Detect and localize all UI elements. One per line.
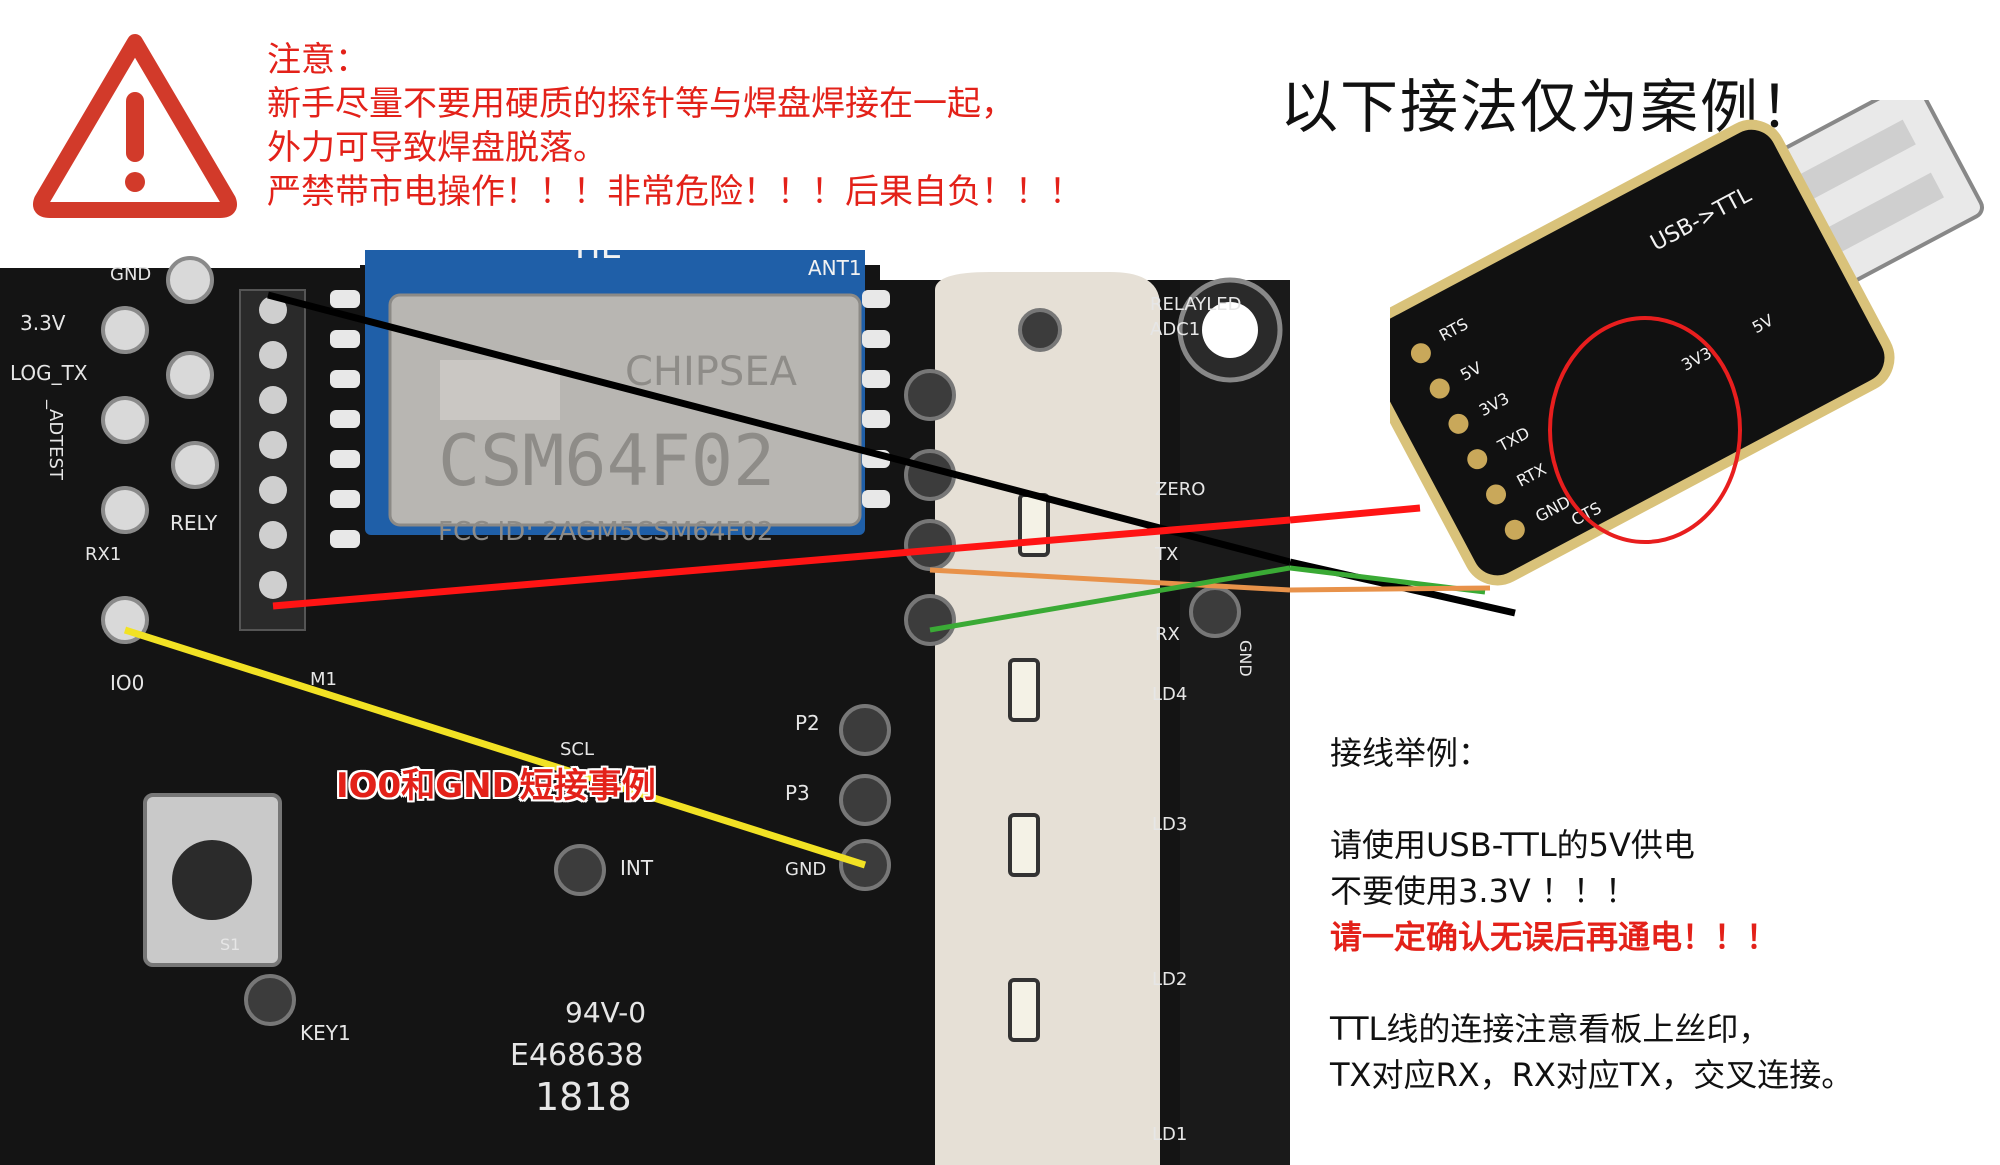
warning-line: 外力可导致焊盘脱落。 (267, 128, 607, 168)
silk-rely: RELY (170, 511, 218, 535)
short-example-label: IO0和GND短接事例 (336, 766, 656, 806)
notes-line: TTL线的连接注意看板上丝印， (1330, 1010, 1771, 1048)
silk-relayled: RELAYLED (1150, 294, 1242, 315)
warning-triangle-icon (33, 34, 237, 218)
silk-gnd-bottom: GND (785, 859, 826, 880)
green-wire (929, 565, 1290, 633)
module-he-label: HE (575, 250, 622, 267)
silk-scl: SCL (560, 739, 594, 760)
silk-io0: IO0 (110, 671, 144, 695)
notes-heading: 接线举例： (1330, 734, 1491, 772)
silk-m1: M1 (310, 669, 337, 690)
silk-ld2: LD2 (1152, 969, 1187, 990)
silk-gnd: GND (110, 264, 151, 285)
silk-p3: P3 (785, 781, 810, 805)
silk-s1: S1 (220, 935, 240, 954)
silk-ld4: LD4 (1152, 684, 1187, 705)
notes-warning-line: 请一定确认无误后再通电！！！ (1330, 918, 1779, 956)
warning-line: 新手尽量不要用硬质的探针等与焊盘焊接在一起， (267, 84, 1015, 124)
silk-gnd-right: GND (1236, 640, 1255, 677)
silk-adc1: ADC1 (1150, 319, 1200, 340)
silk-rx1: RX1 (85, 544, 121, 565)
silk-adtest: _ADTEST (45, 399, 66, 481)
module-ant-label: ANT1 (808, 256, 862, 280)
wire-extensions (1290, 504, 1516, 617)
red-wire-extension (1290, 504, 1421, 524)
silk-log-tx: LOG_TX (10, 361, 88, 385)
notes-line: 不要使用3.3V ！！！ (1330, 872, 1637, 910)
usb-ttl-adapter: USB->TTL RTS 5V 3V3 TXD RTX GND CTS 3V3 … (1390, 100, 1984, 586)
silk-ld3: LD3 (1152, 814, 1187, 835)
silk-ul-number: E468638 (510, 1038, 643, 1073)
notes-line: 请使用USB-TTL的5V供电 (1330, 826, 1695, 864)
circuit-board-photo: GND 3.3V LOG_TX _ADTEST RX1 RELY IO0 REL… (0, 250, 1290, 1165)
chip-brand: CHIPSEA (625, 349, 798, 395)
silk-tx: TX (1154, 544, 1178, 565)
silk-rx: RX (1155, 624, 1180, 645)
highlight-circle (1548, 316, 1742, 544)
adapter-pcb (1390, 119, 1895, 586)
silk-int: INT (620, 856, 654, 880)
yellow-wire (123, 626, 867, 869)
warning-line: 严禁带市电操作！！！非常危险！！！后果自负！！！ (267, 172, 1083, 212)
black-wire (267, 291, 1290, 566)
notes-line: TX对应RX，RX对应TX，交叉连接。 (1330, 1056, 1854, 1094)
orange-wire-extension (1290, 585, 1491, 593)
warning-line: 注意： (267, 40, 369, 80)
relay-strip (935, 272, 1160, 1165)
notes-spacer (1330, 776, 1853, 822)
silk-ld1: LD1 (1152, 1124, 1187, 1145)
silk-p2: P2 (795, 711, 820, 735)
chip-model: CSM64F02 (438, 420, 775, 502)
silk-3v3: 3.3V (20, 311, 66, 335)
orange-wire (929, 567, 1290, 593)
silk-zero: ZERO (1155, 479, 1205, 500)
chip-fcc: FCC ID: 2AGM5CSM64F02 (438, 517, 773, 547)
warning-text: 注意： 新手尽量不要用硬质的探针等与焊盘焊接在一起， 外力可导致焊盘脱落。 严禁… (267, 38, 1147, 214)
silk-date-code: 1818 (535, 1075, 632, 1119)
wiring-notes: 接线举例： 请使用USB-TTL的5V供电 不要使用3.3V ！！！ 请一定确认… (1330, 730, 1853, 1098)
silk-ul-rating: 94V-0 (565, 996, 646, 1029)
silk-key1: KEY1 (300, 1021, 351, 1045)
module-shield (388, 293, 862, 527)
red-wire (272, 516, 1290, 610)
notes-spacer (1330, 960, 1853, 1006)
